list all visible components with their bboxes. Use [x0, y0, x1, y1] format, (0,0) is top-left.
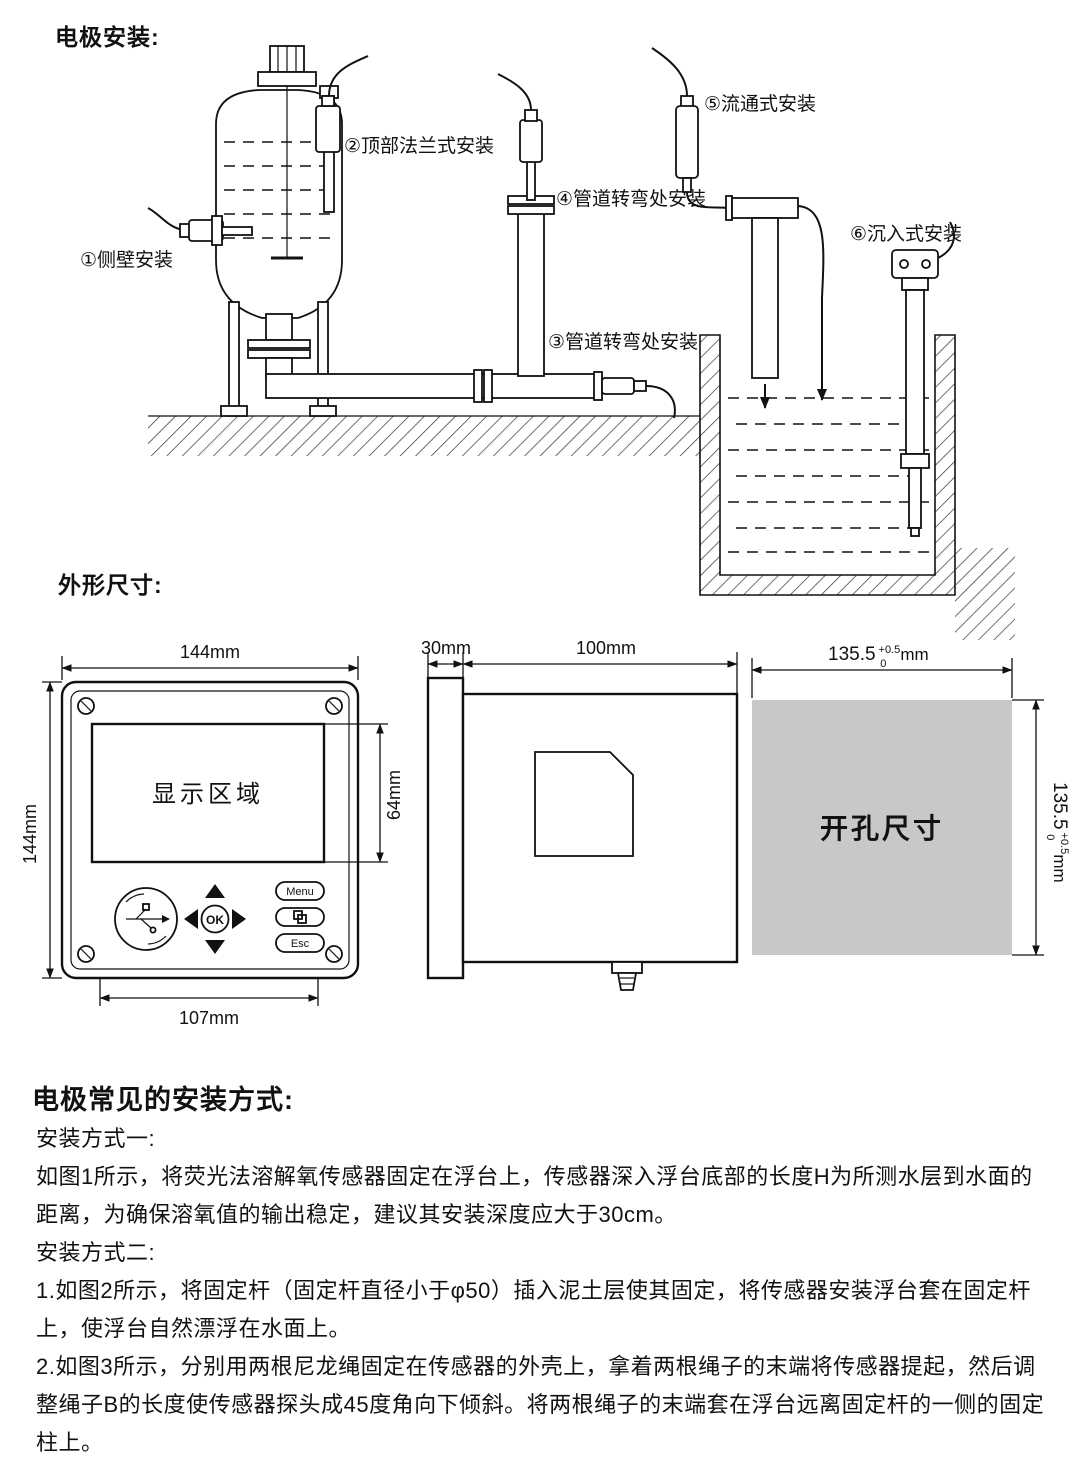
drain-pipe — [247, 313, 603, 403]
svg-text:Esc[interactable]: Esc — [291, 938, 310, 950]
arrow-right-icon — [232, 909, 246, 929]
label-submerged-install: ⑥沉入式安装 — [850, 223, 962, 245]
dimension-drawings: 144mm 144mm 显示区域 64mm — [20, 638, 1070, 1028]
electrode-pipe-bend-horizontal — [601, 377, 676, 419]
electrode-installation-diagram: ①侧壁安装 ②顶部法兰式安装 ③管道转弯处安装 — [80, 45, 1015, 640]
side-view-drawing: 30mm 100mm — [421, 638, 739, 991]
methods-text: 安装方式一: 如图1所示，将荧光法溶解氧传感器固定在浮台上，传感器深入浮台底部的… — [36, 1120, 1050, 1462]
dimensions-section-heading: 外形尺寸: — [58, 572, 163, 598]
cutout-square — [752, 700, 1012, 955]
label-pipe-bend-install-4: ④管道转弯处安装 — [556, 188, 706, 210]
method-one-body: 如图1所示，将荧光法溶解氧传感器固定在浮台上，传感器深入浮台底部的长度H为所测水… — [36, 1164, 1033, 1227]
ground-left — [148, 415, 700, 456]
method-two-title: 安装方式二: — [36, 1240, 156, 1265]
arrow-left-icon — [184, 909, 198, 929]
label-side-wall-install: ①侧壁安装 — [80, 249, 173, 271]
label-pipe-bend-install-3: ③管道转弯处安装 — [548, 331, 698, 353]
display-area-label: 显示区域 — [152, 781, 264, 808]
front-width-dim: 144mm — [180, 642, 240, 662]
corner-screw-icon — [77, 697, 343, 963]
tank — [215, 45, 343, 417]
display-height-dim: 64mm — [384, 770, 404, 820]
side-body-dim: 100mm — [576, 638, 636, 658]
arrow-down-icon — [205, 940, 225, 954]
ok-button[interactable]: OK — [206, 913, 224, 927]
label-flow-through-install: ⑤流通式安装 — [704, 93, 816, 115]
flow-through-cell — [651, 47, 729, 209]
label-top-flange-install: ②顶部法兰式安装 — [344, 135, 494, 157]
cutout-label: 开孔尺寸 — [820, 813, 944, 845]
electrode-side-wall — [147, 207, 253, 246]
front-height-dim: 144mm — [20, 804, 40, 864]
side-depth-dim: 30mm — [421, 638, 471, 658]
usb-knob-icon[interactable] — [114, 887, 178, 951]
install-section-heading: 电极安装: — [55, 24, 160, 50]
electrode-submerged — [891, 221, 955, 537]
method-two-step2: 2.如图3所示，分别用两根尼龙绳固定在传感器的外壳上，拿着两根绳子的末端将传感器… — [36, 1354, 1045, 1455]
arrow-up-icon — [205, 884, 225, 898]
display-area — [90, 722, 326, 864]
pit-water — [728, 397, 930, 553]
svg-text:Menu[interactable]: Menu — [286, 886, 314, 898]
method-two-step1: 1.如图2所示，将固定杆（固定杆直径小于φ50）插入泥土层使其固定，将传感器安装… — [36, 1278, 1031, 1341]
electrode-pipe-bend-vertical — [497, 73, 555, 377]
copy-button[interactable] — [275, 907, 325, 927]
pit — [699, 334, 1015, 640]
front-view-drawing: 144mm 144mm 显示区域 64mm — [20, 642, 404, 1028]
cutout-height-dim: 135.5+0.50mm — [1044, 782, 1070, 883]
menu-button[interactable]: Menu — [275, 881, 325, 901]
front-bottom-width-dim: 107mm — [179, 1008, 239, 1028]
methods-section-heading: 电极常见的安装方式: — [32, 1085, 294, 1115]
cable-gland-icon — [611, 961, 643, 991]
outlet-pipe — [725, 195, 827, 409]
esc-button[interactable]: Esc — [275, 933, 325, 953]
method-one-title: 安装方式一: — [36, 1126, 156, 1151]
electrode-top-flange — [315, 55, 369, 213]
arrow-keypad[interactable]: OK — [184, 884, 246, 954]
